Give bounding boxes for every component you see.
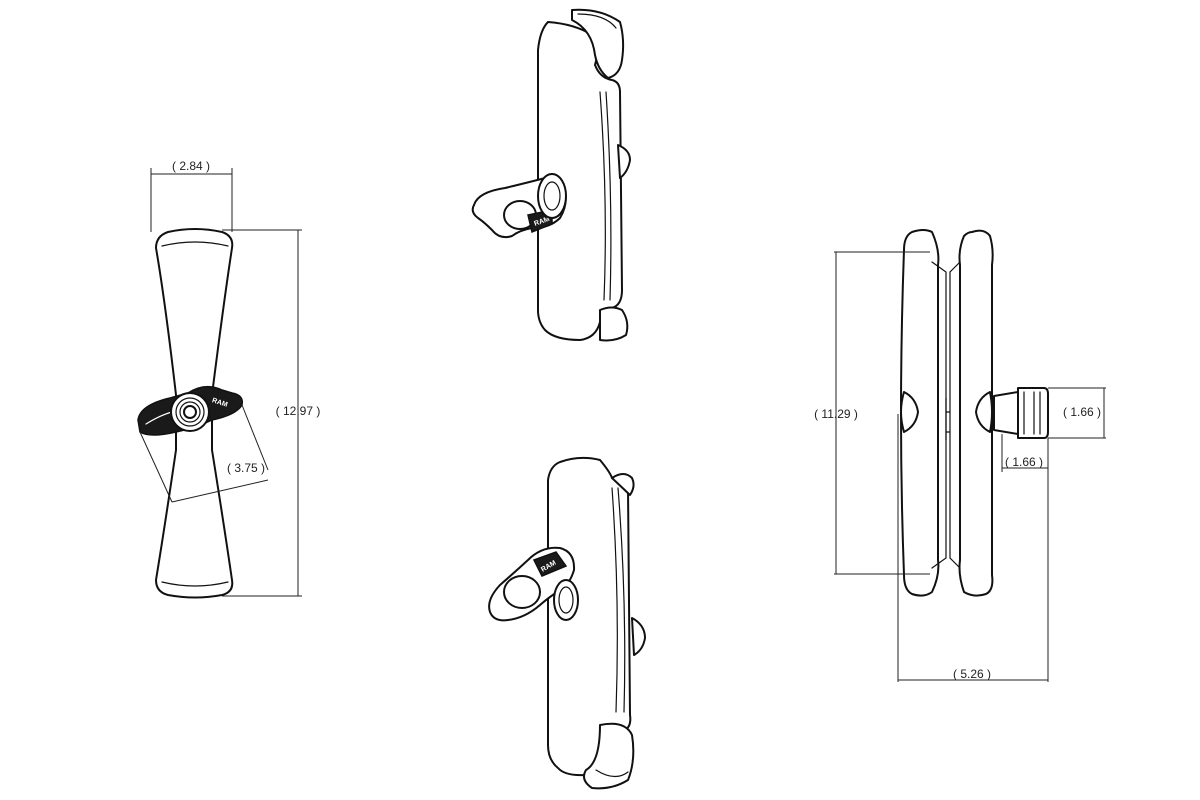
dimension-ball-diameter: ( 1.66 ) [1048,387,1106,439]
iso-view-bottom: RAM [488,456,646,790]
dimension-knob-span: ( 3.75 ) [139,404,269,503]
front-view-knob-logo: RAM [211,397,228,409]
side-view-left-socket [900,229,940,597]
dimension-side-height: ( 11.29 ) [814,251,930,575]
side-view-ball-stud [993,391,1019,435]
svg-text:( 1.66 ): ( 1.66 ) [1063,405,1101,419]
iso-view-top: RAM [471,8,631,342]
dimension-ball-length: ( 1.66 ) [1001,434,1049,472]
svg-text:( 12.97 ): ( 12.97 ) [276,404,321,418]
svg-text:( 11.29 ): ( 11.29 ) [814,407,858,421]
dimension-front-width: ( 2.84 ) [150,159,233,232]
svg-text:( 1.66 ): ( 1.66 ) [1005,455,1043,469]
svg-text:( 5.26 ): ( 5.26 ) [953,667,991,681]
dimension-side-width: ( 5.26 ) [897,414,1049,682]
svg-text:( 3.75 ): ( 3.75 ) [227,461,265,475]
svg-text:( 2.84 ): ( 2.84 ) [172,159,210,173]
dimension-front-height: ( 12.97 ) [222,229,321,597]
side-view: ( 11.29 ) ( 5.26 ) ( 1.66 ) ( 1.66 ) [814,229,1106,682]
front-view: RAM ( 2.84 ) ( 12.97 ) ( 3.75 ) [137,159,321,599]
